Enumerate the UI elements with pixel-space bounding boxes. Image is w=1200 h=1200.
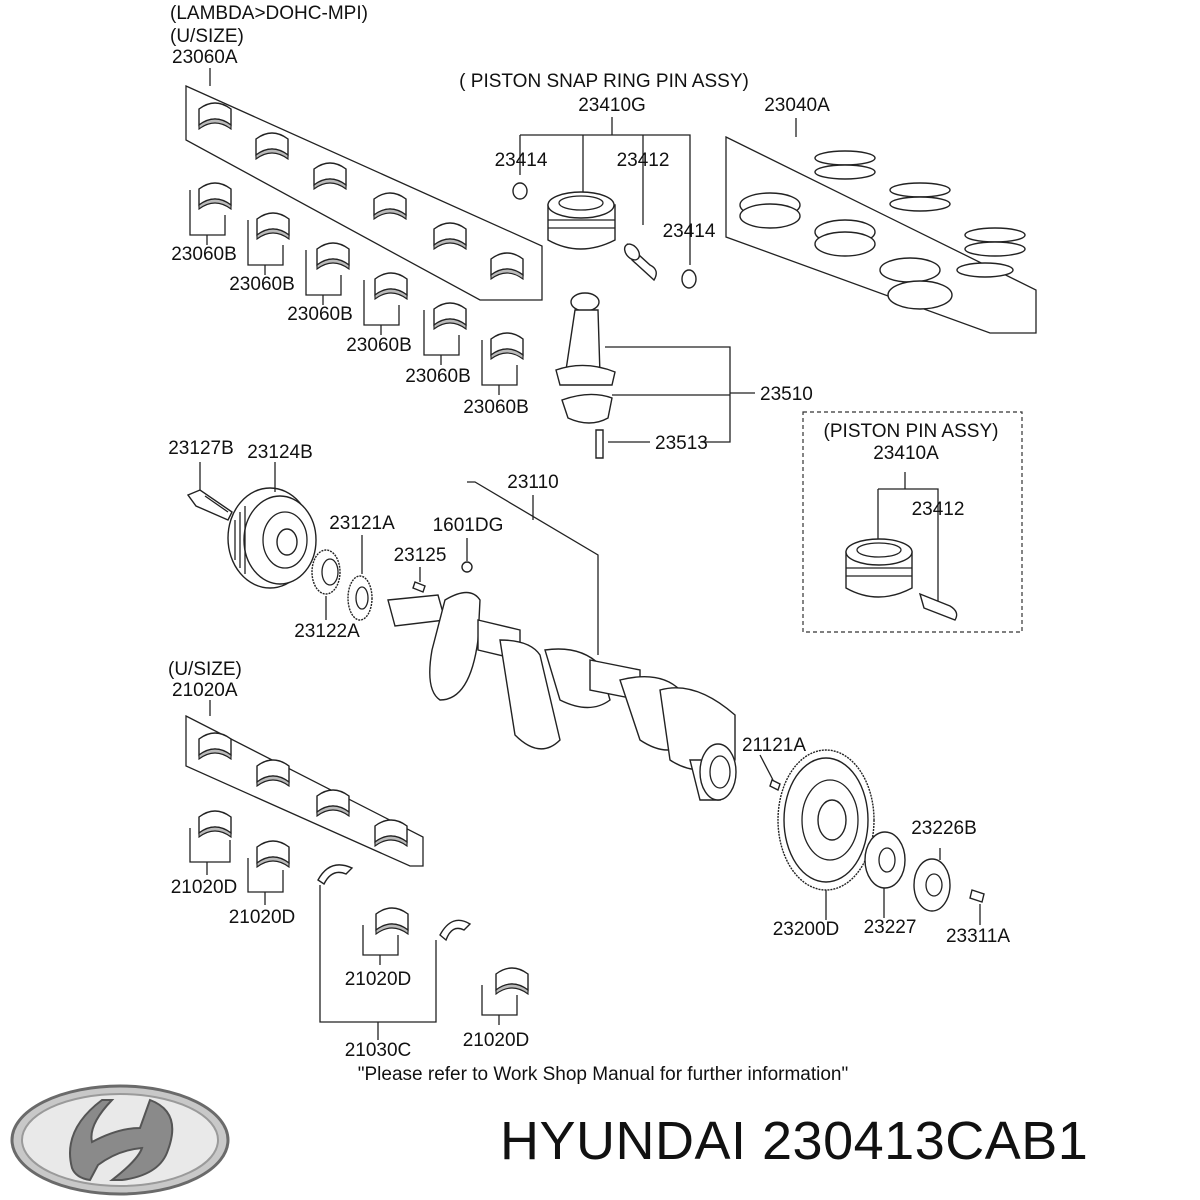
part-label-21020D-1: 21020D <box>170 877 238 898</box>
part-label-23414-upper: 23414 <box>494 150 548 171</box>
part-label-23060A: 23060A <box>172 47 238 68</box>
part-label-23127B: 23127B <box>168 438 234 459</box>
main-bearing-shells-upper <box>198 102 524 281</box>
piston-pin-upper <box>623 242 657 282</box>
crank-bearing-shells-upper <box>198 732 408 848</box>
group-label-piston-pin: (PISTON PIN ASSY) <box>823 421 999 442</box>
part-label-23060B-3: 23060B <box>287 304 353 325</box>
part-label-23412-box: 23412 <box>911 499 965 520</box>
part-label-23200D: 23200D <box>772 919 840 940</box>
crank-bolt <box>186 489 233 521</box>
piston-rings <box>739 150 1026 310</box>
part-label-23410G: 23410G <box>578 95 646 116</box>
crank-bearing-shells-lower <box>198 810 529 996</box>
part-label-21020D-4: 21020D <box>462 1030 530 1051</box>
piston-pin-assy-box <box>802 411 1023 633</box>
part-label-23510: 23510 <box>760 384 813 405</box>
thrust-washer-right <box>439 919 472 942</box>
part-label-23226B: 23226B <box>911 818 977 839</box>
damper-pulley <box>227 487 317 589</box>
part-label-23412-upper: 23412 <box>616 150 670 171</box>
drive-plate <box>913 858 951 912</box>
part-label-23122A: 23122A <box>294 621 360 642</box>
part-label-23060B-4: 23060B <box>346 335 412 356</box>
part-label-23060B-2: 23060B <box>229 274 295 295</box>
part-label-23124B: 23124B <box>247 442 313 463</box>
bearing-set-outline-lower <box>185 714 424 867</box>
part-label-21121A: 21121A <box>741 735 807 756</box>
adapter-plate <box>864 831 906 889</box>
part-label-23060B-1: 23060B <box>171 244 237 265</box>
timing-plate <box>347 575 373 621</box>
main-bearing-shells-lower <box>198 182 524 361</box>
part-label-23121A: 23121A <box>329 513 395 534</box>
part-label-21020D-2: 21020D <box>228 907 296 928</box>
usize-label-bottom: (U/SIZE) <box>168 659 242 680</box>
hyundai-logo <box>10 1084 230 1196</box>
bearing-set-outline-upper <box>185 84 543 301</box>
crankshaft <box>387 591 737 801</box>
part-label-23040A: 23040A <box>764 95 830 116</box>
part-number-title: HYUNDAI 230413CAB1 <box>500 1111 1089 1171</box>
engine-label: (LAMBDA>DOHC-MPI) <box>170 3 368 24</box>
part-label-21020D-3: 21020D <box>344 969 412 990</box>
part-label-23110: 23110 <box>507 472 559 493</box>
flywheel <box>777 749 875 891</box>
part-label-23311A: 23311A <box>945 926 1011 947</box>
part-label-21020A: 21020A <box>172 680 238 701</box>
crank-sprocket <box>311 549 341 595</box>
part-label-23060B-6: 23060B <box>463 397 529 418</box>
piston-upper <box>547 191 616 250</box>
thrust-washer-left <box>317 864 354 886</box>
footer-note: "Please refer to Work Shop Manual for fu… <box>357 1064 849 1085</box>
part-label-23513: 23513 <box>655 433 708 454</box>
group-label-piston-snap-ring-pin: ( PISTON SNAP RING PIN ASSY) <box>459 71 749 92</box>
part-label-21030C: 21030C <box>344 1040 412 1061</box>
part-label-1601DG: 1601DG <box>432 515 504 536</box>
part-label-23410A: 23410A <box>873 443 939 464</box>
piston-lower <box>845 538 958 621</box>
part-label-23227: 23227 <box>863 917 917 938</box>
part-label-23060B-5: 23060B <box>405 366 471 387</box>
connecting-rod <box>555 292 616 459</box>
usize-label-top: (U/SIZE) <box>170 26 244 47</box>
part-label-23125: 23125 <box>393 545 447 566</box>
part-label-23414-lower: 23414 <box>662 221 716 242</box>
